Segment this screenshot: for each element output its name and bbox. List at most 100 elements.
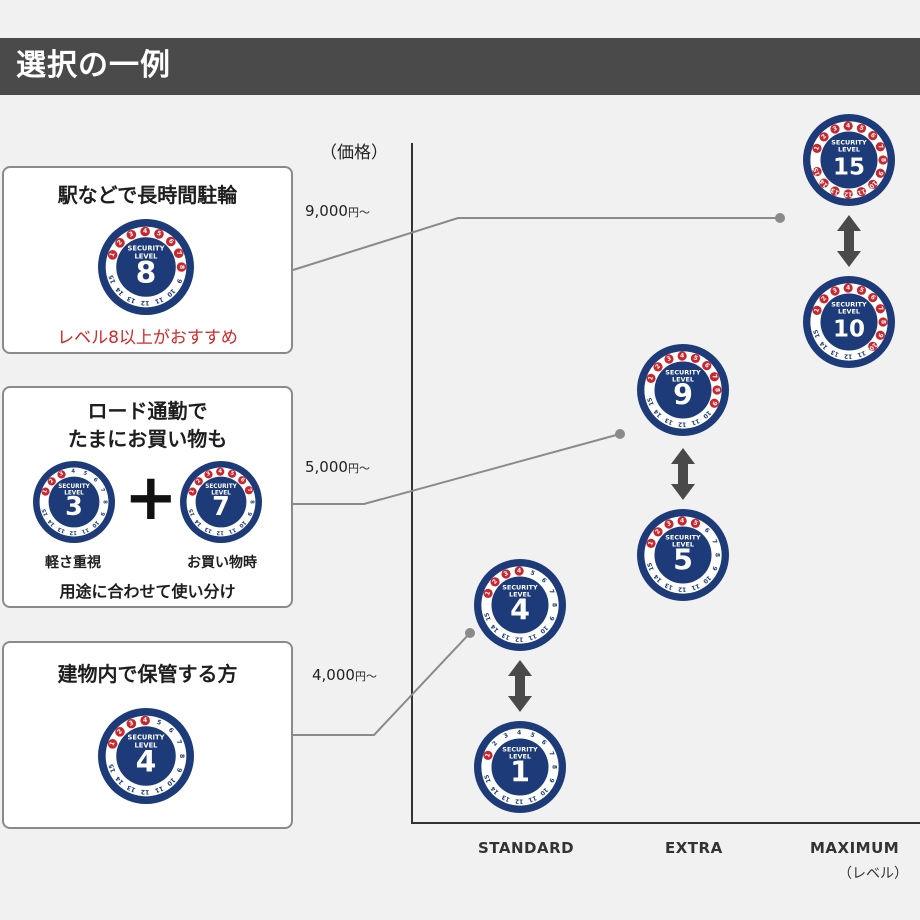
svg-text:11: 11 [856, 187, 866, 197]
svg-text:14: 14 [114, 285, 125, 297]
svg-text:9: 9 [175, 766, 183, 773]
svg-text:10: 10 [538, 624, 549, 635]
svg-text:2: 2 [48, 478, 55, 485]
svg-text:13: 13 [664, 581, 674, 591]
caption-lightweight: 軽さ重視 [45, 555, 101, 571]
svg-text:3: 3 [128, 231, 135, 239]
badge-label-level: LEVEL [838, 146, 860, 154]
svg-text:8: 8 [714, 553, 721, 557]
svg-text:15: 15 [646, 562, 655, 572]
connector-dot-commute [615, 429, 625, 439]
y-axis-label: （価格） [320, 143, 388, 163]
svg-text:14: 14 [114, 774, 125, 786]
range-arrow-maximum [837, 215, 861, 267]
svg-text:1: 1 [813, 145, 821, 151]
svg-text:5: 5 [156, 719, 163, 727]
badge-label-level: LEVEL [135, 741, 159, 749]
svg-text:1: 1 [484, 752, 492, 758]
scenario-title-line2: たまにお買い物も [67, 427, 228, 451]
svg-text:9: 9 [876, 332, 884, 339]
svg-text:2: 2 [820, 133, 828, 141]
svg-text:6: 6 [703, 362, 711, 370]
svg-text:11: 11 [527, 632, 537, 642]
svg-text:1: 1 [647, 540, 655, 546]
badge-level-number: 7 [212, 491, 230, 521]
scenario-note: 用途に合わせて使い分け [59, 582, 236, 601]
page-title: 選択の一例 [16, 48, 171, 83]
range-arrow-standard [508, 660, 532, 712]
scenario-box-parking: 駅などで長時間駐輪 レベル8以上がおすすめ [2, 166, 293, 354]
svg-text:9: 9 [245, 511, 252, 517]
svg-text:5: 5 [82, 470, 88, 477]
x-tick-standard: STANDARD [478, 839, 575, 857]
svg-text:3: 3 [666, 355, 673, 363]
svg-text:4: 4 [218, 469, 222, 475]
svg-text:4: 4 [680, 352, 684, 359]
svg-text:10: 10 [701, 574, 712, 585]
badge-label-security: SECURITY [665, 368, 701, 376]
svg-text:14: 14 [47, 518, 57, 528]
svg-text:2: 2 [116, 239, 124, 247]
svg-text:5: 5 [692, 519, 698, 527]
svg-text:15: 15 [188, 508, 196, 517]
svg-text:11: 11 [690, 582, 700, 592]
badge-level-number: 15 [833, 155, 865, 181]
svg-text:1: 1 [42, 489, 49, 495]
svg-text:5: 5 [692, 354, 698, 362]
svg-text:5: 5 [858, 286, 864, 294]
svg-text:2: 2 [491, 578, 499, 586]
svg-text:2: 2 [820, 295, 828, 303]
svg-text:14: 14 [653, 408, 664, 419]
svg-text:12: 12 [678, 420, 686, 427]
svg-text:1: 1 [647, 375, 655, 381]
svg-text:15: 15 [646, 397, 655, 407]
svg-text:7: 7 [876, 144, 884, 151]
svg-text:4: 4 [846, 284, 850, 291]
svg-text:1: 1 [813, 307, 821, 313]
svg-text:12: 12 [515, 797, 523, 804]
svg-text:15: 15 [108, 763, 118, 774]
svg-text:10: 10 [538, 786, 549, 797]
badge-level-number: 8 [136, 255, 157, 290]
range-arrow-extra [671, 448, 695, 500]
svg-text:3: 3 [59, 471, 65, 478]
svg-text:8: 8 [101, 500, 107, 504]
svg-text:4: 4 [846, 122, 850, 129]
badge-label-security: SECURITY [831, 300, 867, 308]
svg-text:1: 1 [109, 741, 117, 747]
svg-text:5: 5 [229, 470, 235, 477]
svg-text:10: 10 [701, 409, 712, 420]
svg-text:12: 12 [69, 529, 77, 535]
badge-level-number: 10 [833, 317, 865, 343]
svg-text:13: 13 [126, 294, 137, 304]
svg-text:6: 6 [92, 477, 99, 484]
svg-text:15: 15 [812, 329, 821, 339]
badge-label-security: SECURITY [831, 138, 867, 146]
price-label-9000: 9,000円〜 [305, 202, 370, 220]
svg-text:12: 12 [216, 529, 224, 535]
svg-text:4: 4 [517, 729, 521, 736]
badge-level-number: 3 [65, 491, 83, 521]
svg-text:14: 14 [194, 518, 204, 528]
svg-text:15: 15 [41, 508, 49, 517]
svg-text:12: 12 [844, 352, 852, 359]
svg-text:1: 1 [109, 252, 117, 258]
svg-text:13: 13 [204, 525, 213, 534]
badge-label-level: LEVEL [838, 308, 860, 316]
svg-text:12: 12 [141, 788, 150, 795]
svg-text:10: 10 [165, 776, 177, 788]
svg-text:3: 3 [666, 520, 673, 528]
svg-text:8: 8 [248, 500, 254, 504]
badge-label-security: SECURITY [502, 583, 538, 591]
svg-text:13: 13 [830, 348, 840, 358]
badge-label-level: LEVEL [509, 753, 531, 761]
svg-text:8: 8 [551, 765, 558, 769]
scenario-recommendation: レベル8以上がおすすめ [57, 328, 238, 348]
svg-text:6: 6 [167, 727, 175, 735]
